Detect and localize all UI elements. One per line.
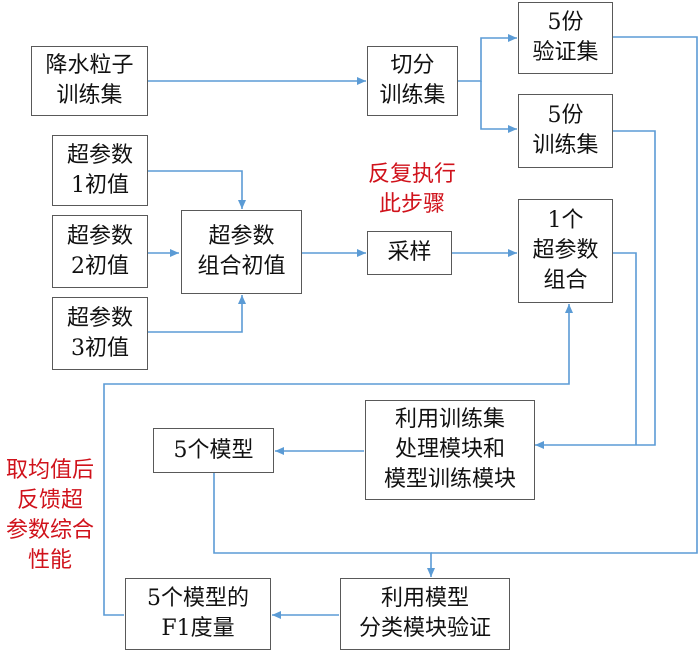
box-line: 超参数: [66, 142, 133, 168]
box-line: 处理模块和: [394, 437, 505, 462]
note-line: 取均值后: [5, 458, 94, 483]
note-line: 反复执行: [367, 162, 456, 187]
arrow-one-combo-to-modules: [613, 252, 637, 445]
arrow-split-to-train: [480, 81, 517, 133]
note-line: 此步骤: [378, 192, 445, 217]
box-sample: 采样: [367, 231, 452, 275]
box-line: 1个: [547, 208, 584, 233]
box-line: F1度量: [161, 616, 235, 641]
box-line: 超参数: [66, 223, 133, 249]
box-rain-train-set: 降水粒子 训练集: [31, 46, 148, 116]
arrow-train5-to-modules: [535, 130, 656, 449]
box-one-hyperparam-combo: 1个 超参数 组合: [518, 199, 613, 303]
note-repeat-step: 反复执行 此步骤: [357, 160, 467, 220]
box-line: 2初值: [71, 253, 129, 279]
box-line: 利用模型: [380, 586, 469, 611]
box-5-validation-sets: 5份 验证集: [518, 2, 613, 74]
arrow-hp3-to-combo: [148, 295, 246, 333]
box-model-validation: 利用模型 分类模块验证: [340, 578, 510, 650]
box-line: 组合: [543, 268, 588, 293]
box-split-train-set: 切分 训练集: [367, 46, 458, 116]
box-line: 降水粒子: [45, 53, 134, 78]
box-line: 训练集: [56, 83, 123, 108]
box-line: 超参数: [66, 305, 133, 331]
box-line: 模型训练模块: [383, 467, 516, 492]
box-line: 5个模型: [173, 437, 254, 463]
box-line: 训练集: [532, 133, 599, 158]
box-line: 5份: [547, 103, 584, 128]
note-feedback: 取均值后 反馈超 参数综合 性能: [2, 456, 98, 576]
box-line: 验证集: [532, 40, 599, 65]
box-line: 利用训练集: [394, 407, 505, 432]
box-line: 采样: [387, 240, 432, 265]
box-line: 超参数: [532, 238, 599, 263]
arrow-models-to-validate: [213, 473, 435, 577]
box-five-models: 5个模型: [153, 428, 274, 473]
box-hyperparam-combo-init: 超参数 组合初值: [181, 210, 302, 294]
box-line: 切分: [390, 53, 435, 78]
arrow-hp1-to-combo: [148, 170, 246, 209]
note-line: 性能: [27, 548, 72, 573]
note-line: 反馈超: [16, 488, 83, 513]
box-f1-measure: 5个模型的 F1度量: [125, 578, 271, 650]
box-line: 5份: [547, 10, 584, 35]
box-line: 1初值: [71, 172, 129, 198]
box-line: 组合初值: [197, 254, 286, 279]
box-line: 5个模型的: [147, 586, 249, 611]
box-line: 超参数: [208, 224, 275, 249]
box-hyperparam-3-init: 超参数 3初值: [52, 297, 148, 370]
box-hyperparam-1-init: 超参数 1初值: [52, 135, 148, 206]
box-line: 3初值: [71, 335, 129, 361]
box-hyperparam-2-init: 超参数 2初值: [52, 215, 148, 288]
box-training-modules: 利用训练集 处理模块和 模型训练模块: [365, 400, 535, 500]
arrow-feedback-to-one-combo: [103, 304, 573, 616]
box-line: 训练集: [379, 83, 446, 108]
box-5-training-sets: 5份 训练集: [518, 94, 613, 168]
arrow-val5-to-validate: [431, 36, 698, 554]
note-line: 参数综合: [5, 518, 94, 543]
box-line: 分类模块验证: [358, 616, 491, 641]
arrow-split-to-val: [458, 34, 517, 82]
